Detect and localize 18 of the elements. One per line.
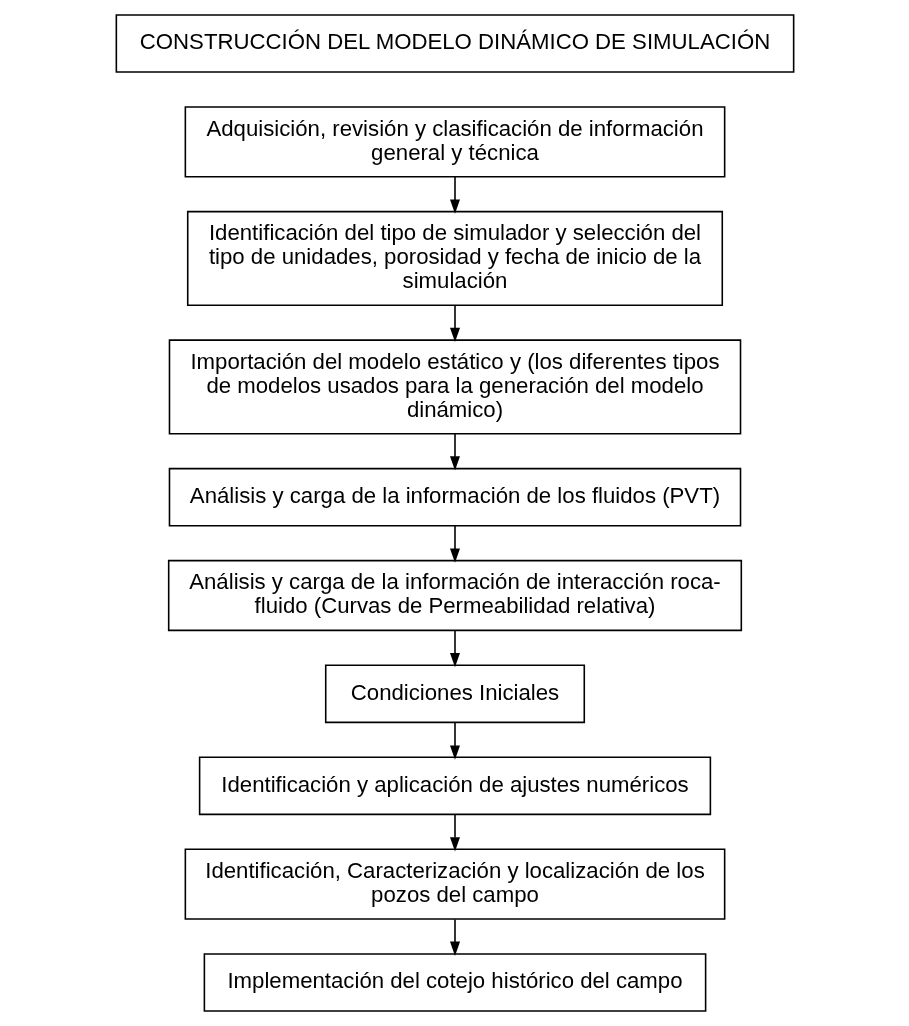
arrow [449, 813, 460, 852]
node-box: Implementación del cotejo histórico del campo [203, 953, 706, 1012]
node-box: Identificación, Caracterización y localización de los pozos del campo [184, 848, 725, 920]
arrow [449, 630, 460, 668]
node-box: Análisis y carga de la información de interacción roca-fluido (Curvas de Permeabilidad relativa) [167, 559, 742, 632]
node-box: Análisis y carga de la información de los fluidos (PVT) [168, 467, 741, 527]
node-box: Condiciones Iniciales [324, 664, 585, 724]
arrow [449, 918, 460, 956]
arrow [449, 433, 460, 471]
node-box: CONSTRUCCIÓN DEL MODELO DINÁMICO DE SIMULACIÓN [115, 14, 794, 73]
arrow [449, 721, 460, 760]
arrow [449, 304, 460, 343]
node-box: Identificación del tipo de simulador y selección del tipo de unidades, porosidad y fecha de inicio de la simulación [186, 210, 723, 306]
arrow [449, 524, 460, 563]
node-box: Identificación y aplicación de ajustes numéricos [198, 756, 711, 816]
node-box: Adquisición, revisión y clasificación de información general y técnica [184, 106, 725, 178]
node-box: Importación del modelo estático y (los diferentes tipos de modelos usados para la generación del modelo dinámico) [168, 339, 741, 435]
arrow [449, 176, 460, 214]
